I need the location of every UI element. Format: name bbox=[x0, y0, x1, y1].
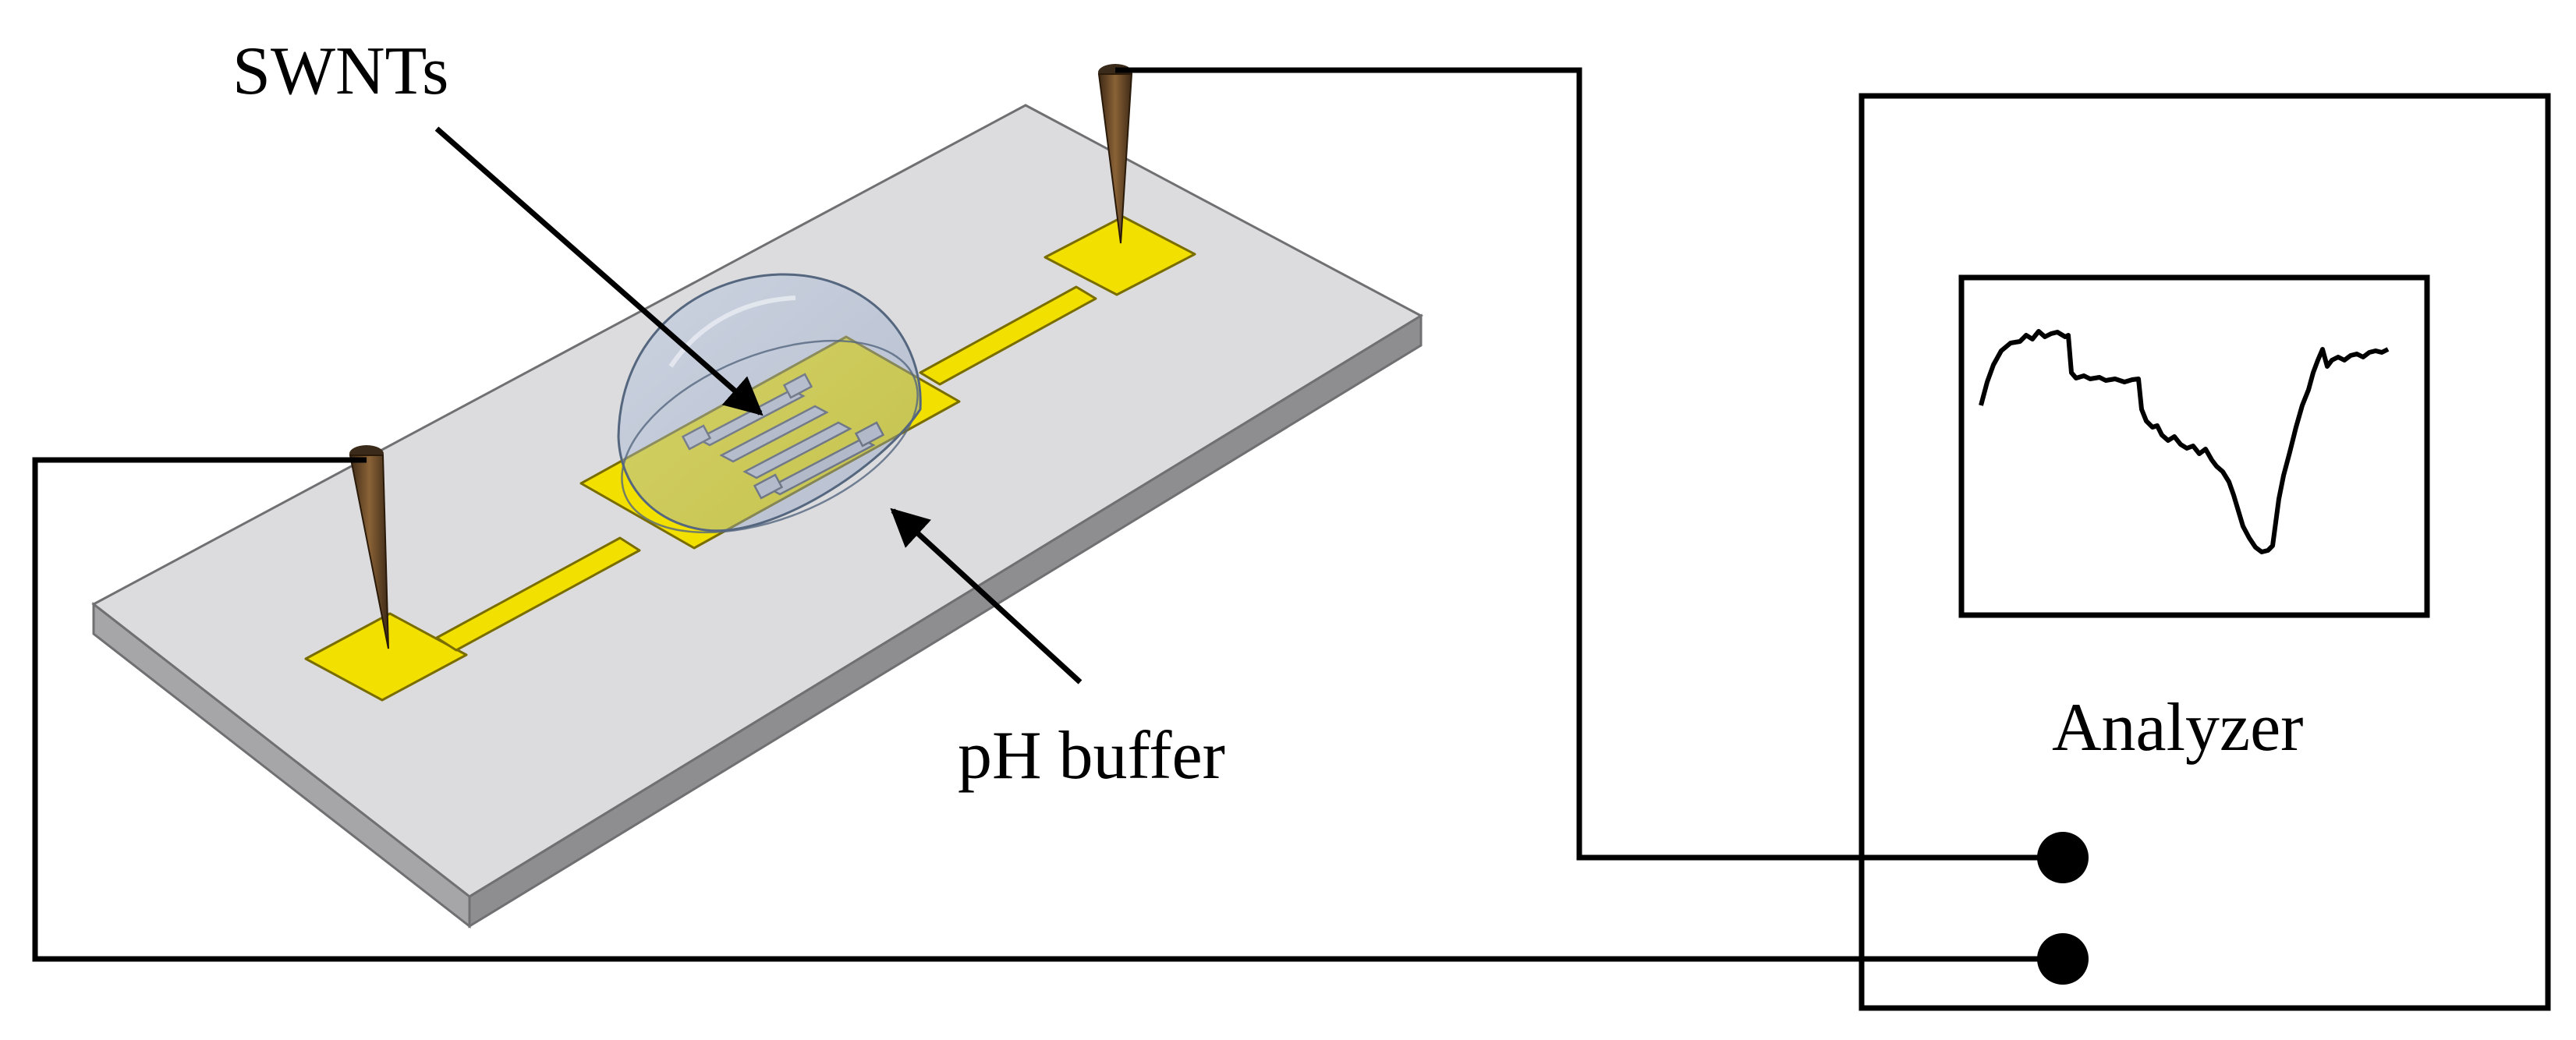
swnts-label: SWNTs bbox=[232, 34, 448, 109]
ph-buffer-droplet bbox=[617, 273, 922, 534]
analyzer: Analyzer bbox=[1858, 93, 2551, 1011]
wire-left-probe bbox=[32, 457, 2063, 962]
substrate-side-face bbox=[468, 313, 1423, 929]
analyzer-box bbox=[1858, 93, 2551, 1011]
terminal-dot-icon bbox=[2037, 933, 2089, 985]
electrode-lead-right bbox=[919, 285, 1097, 386]
droplet-base-rim bbox=[621, 339, 919, 534]
ph-buffer-label: pH buffer bbox=[958, 718, 1225, 794]
electrode-pad-right bbox=[1044, 215, 1196, 296]
terminal-dot-icon bbox=[2037, 832, 2089, 883]
wire-right-probe bbox=[1115, 67, 2063, 861]
wires bbox=[32, 67, 2063, 962]
analyzer-trace bbox=[1979, 329, 2390, 554]
electrode-pad-left bbox=[304, 612, 468, 702]
droplet-highlight bbox=[668, 295, 796, 368]
electrode-lead-left bbox=[435, 536, 641, 652]
analyzer-label: Analyzer bbox=[2052, 690, 2303, 766]
swnts-pointer-arrow bbox=[434, 126, 764, 416]
ph-buffer-pointer-arrow bbox=[890, 508, 1082, 684]
